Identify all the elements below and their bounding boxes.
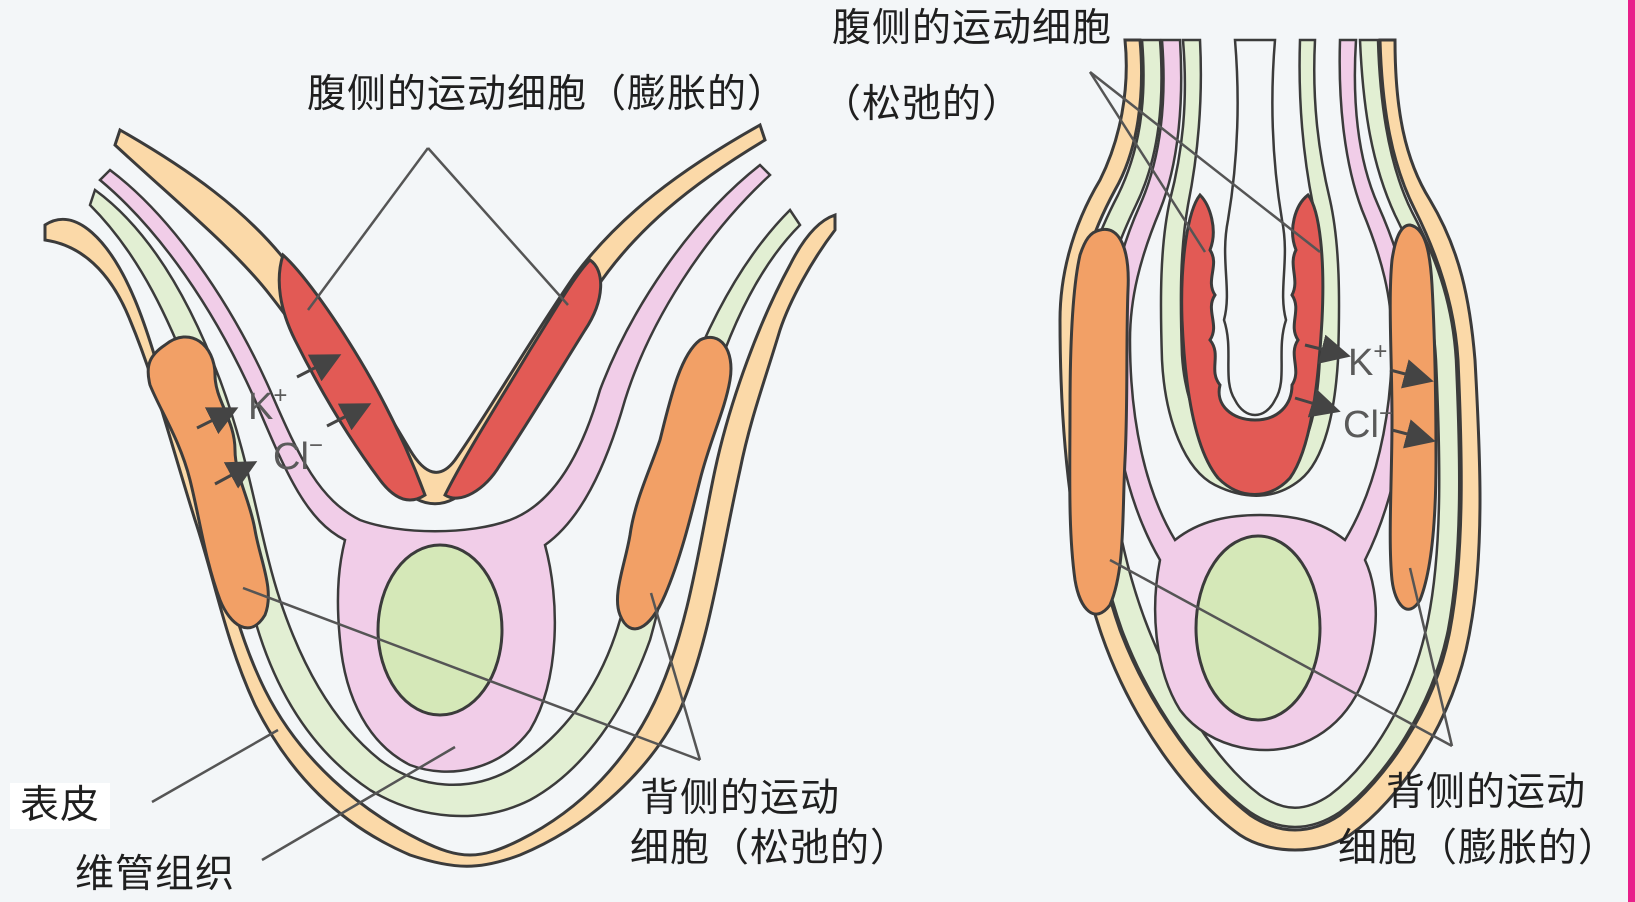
left-pulvinus [45, 125, 835, 866]
right-ion-cl: Cl− [1343, 400, 1393, 447]
left-ion-k-symbol: K [248, 386, 273, 428]
left-ion-k: K+ [248, 382, 287, 429]
right-dorsal-label-line2: 细胞（膨胀的） [1338, 826, 1618, 872]
left-ion-cl: Cl− [273, 432, 323, 479]
right-vascular-core [1196, 536, 1320, 720]
left-dorsal-label-line2: 细胞（松弛的） [630, 826, 910, 872]
right-ventral-label-line2: （松弛的） [822, 82, 1022, 128]
left-dorsal-label-line1: 背侧的运动 [640, 776, 840, 822]
left-ventral-label: 腹侧的运动细胞（膨胀的） [307, 72, 787, 118]
right-ion-k: K+ [1348, 338, 1387, 385]
right-ventral-label-line1: 腹侧的运动细胞 [832, 6, 1112, 52]
right-inner-slit [1224, 40, 1286, 415]
right-ion-cl-symbol: Cl [1343, 404, 1379, 446]
right-dorsal-motor-cell-b [1390, 225, 1436, 609]
vascular-tissue-label: 维管组织 [75, 852, 235, 898]
left-ion-cl-charge: − [309, 432, 323, 459]
epidermis-label: 表皮 [10, 783, 110, 829]
right-pulvinus [1060, 40, 1480, 850]
left-leader-ventral-a [308, 148, 428, 310]
right-dorsal-motor-cell-a [1070, 229, 1129, 614]
right-ion-cl-charge: − [1379, 400, 1393, 427]
left-ion-k-charge: + [273, 382, 287, 409]
right-dorsal-label-line1: 背侧的运动 [1386, 770, 1586, 816]
left-leader-ventral-b [428, 148, 568, 305]
left-vascular-core [378, 545, 502, 715]
right-ion-k-symbol: K [1348, 342, 1373, 384]
edge-bar [1628, 0, 1635, 902]
left-leader-epidermis [152, 730, 278, 802]
left-ion-cl-symbol: Cl [273, 436, 309, 478]
right-ion-k-charge: + [1373, 338, 1387, 365]
